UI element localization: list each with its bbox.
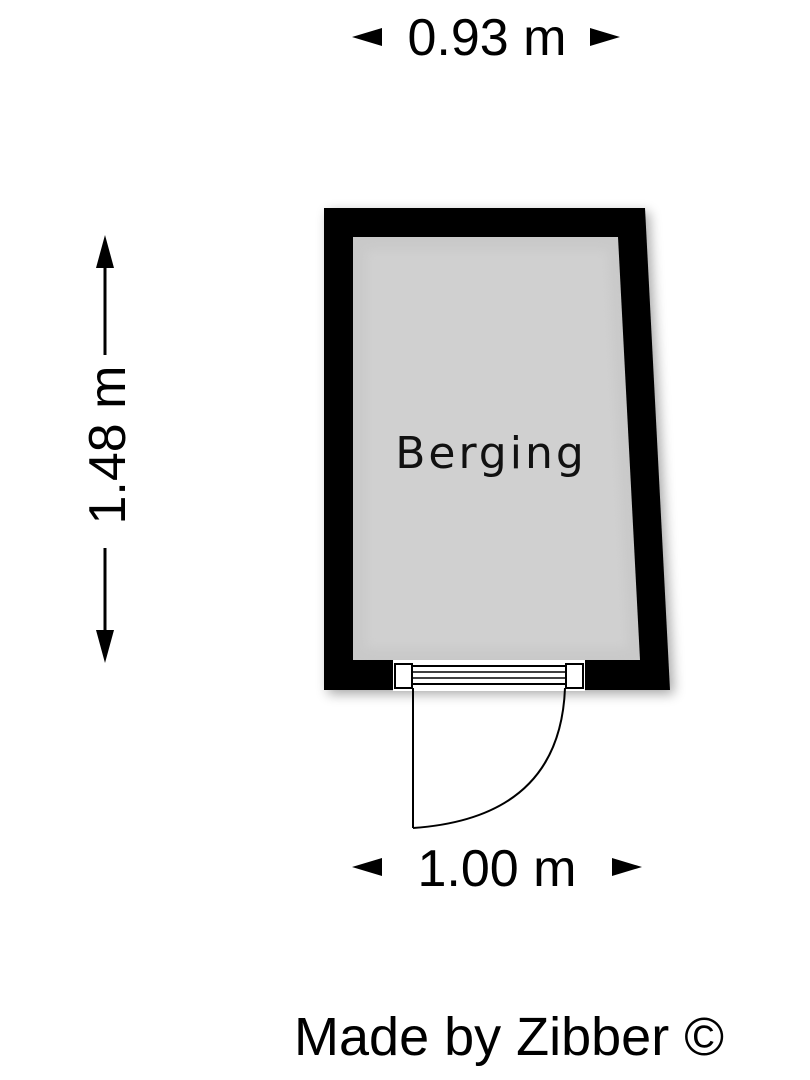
- arrow-down-icon: [96, 630, 114, 663]
- credit-text: Made by Zibber ©: [294, 1007, 724, 1067]
- dimension-bottom-width: 1.00 m: [352, 840, 642, 898]
- dimension-bottom-width-label: 1.00 m: [418, 840, 577, 898]
- dimension-top-width: 0.93 m: [352, 9, 620, 67]
- room-floor-inner: [366, 250, 628, 648]
- door-opening: [393, 660, 585, 691]
- dimension-top-width-label: 0.93 m: [408, 9, 567, 67]
- door-swing: [412, 687, 566, 829]
- door-jamb-left: [394, 663, 413, 689]
- arrow-up-icon: [96, 235, 114, 268]
- door-swing-arc: [412, 687, 566, 829]
- dimension-left-height-label: 1.48 m: [79, 366, 137, 525]
- arrow-left-icon: [352, 858, 382, 876]
- door-jamb-right: [565, 663, 584, 689]
- room-label: Berging: [395, 428, 587, 479]
- arrow-right-icon: [590, 28, 620, 46]
- arrow-left-icon: [352, 28, 382, 46]
- arrow-right-icon: [612, 858, 642, 876]
- dimension-left-height: 1.48 m: [79, 235, 137, 663]
